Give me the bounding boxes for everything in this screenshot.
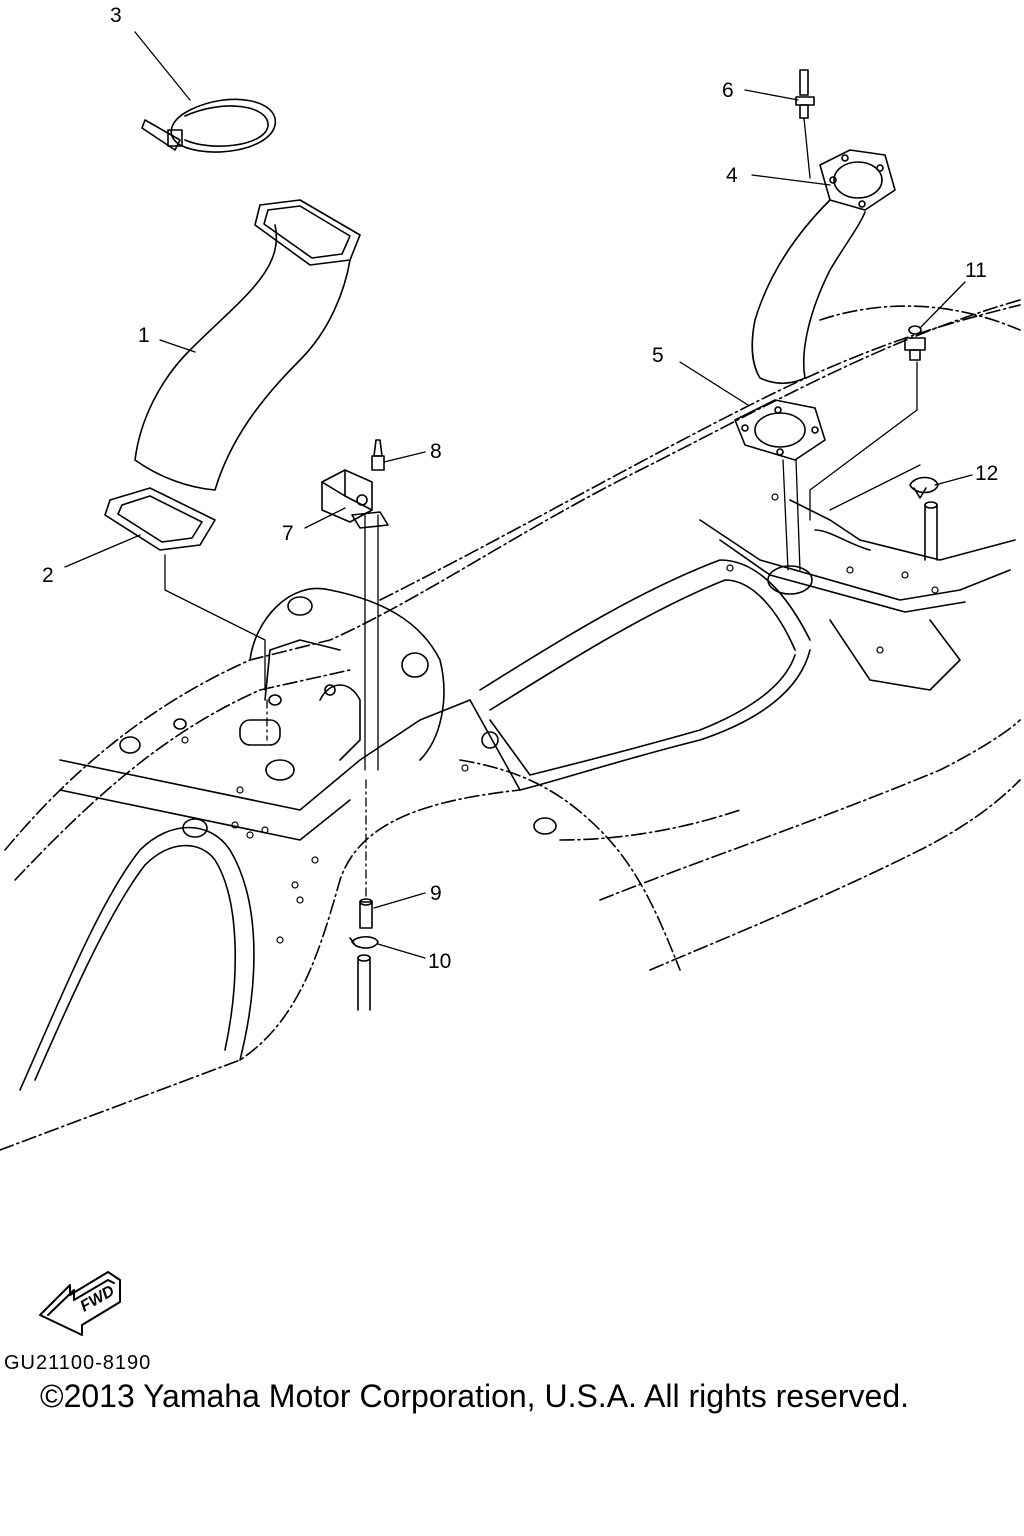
part-7-bracket (321, 469, 389, 529)
part-10-clamp (349, 935, 379, 949)
part-9-hose (359, 898, 373, 929)
callout-11: 11 (965, 259, 987, 282)
callout-6: 6 (722, 79, 734, 102)
callout-7: 7 (282, 522, 294, 545)
callout-9: 9 (430, 882, 442, 905)
part-4-round-duct (751, 149, 896, 385)
hull-outline (0, 299, 1021, 1151)
deck-frame (19, 499, 1016, 1091)
leader-lines (64, 31, 973, 959)
part-1-duct (134, 199, 361, 491)
assembly-lines (164, 117, 921, 901)
diagram-part-code: GU21100-8190 (4, 1352, 152, 1374)
part-3-band (141, 98, 276, 153)
callout-5: 5 (652, 344, 664, 367)
part-11-clip (904, 325, 926, 361)
callout-12: 12 (975, 462, 998, 485)
part-6-rivet (795, 69, 815, 119)
engine-mount (119, 587, 557, 838)
callout-labels: 3 1 2 6 4 5 11 8 7 12 9 10 FWD (42, 4, 998, 1315)
callout-4: 4 (726, 164, 738, 187)
callout-3: 3 (110, 4, 122, 27)
part-5-gasket (734, 399, 826, 461)
mount-holes (181, 493, 939, 944)
lower-hose (357, 501, 938, 1011)
callout-8: 8 (430, 440, 442, 463)
part-2-gasket (104, 487, 216, 551)
callout-2: 2 (42, 564, 54, 587)
part-8-pin (371, 439, 385, 471)
fwd-arrow-icon (39, 1271, 121, 1336)
copyright-notice: ©2013 Yamaha Motor Corporation, U.S.A. A… (40, 1378, 910, 1414)
part-12-clamp (909, 476, 939, 499)
callout-1: 1 (138, 324, 150, 347)
callout-10: 10 (428, 950, 451, 973)
vent-hole (767, 565, 813, 595)
